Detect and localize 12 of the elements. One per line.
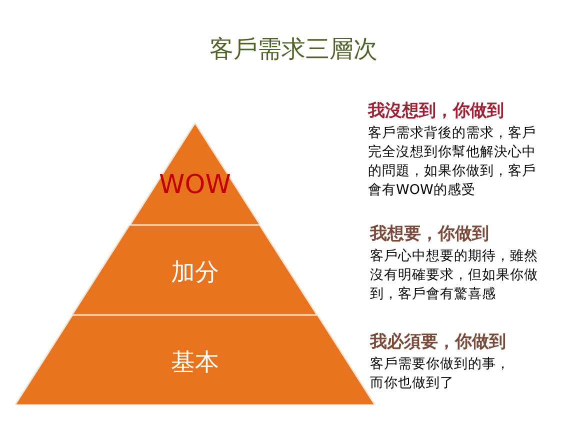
level-heading: 我必須要，你做到 [370, 331, 506, 353]
pyramid-level [130, 123, 260, 225]
pyramid-level [72, 225, 318, 315]
level-description: 客戶需要你做到的事，而你也做到了 [370, 355, 511, 393]
title: 客戶需求三層次 [208, 34, 378, 65]
level-heading: 我想要，你做到 [370, 223, 489, 245]
level-label: WOW [158, 170, 232, 200]
level-label: 加分 [170, 256, 220, 288]
level-heading: 我沒想到，你做到 [368, 100, 504, 122]
level-description: 客戶心中想要的期待，雖然沒有明確要求，但如果你做到，客戶會有驚喜感 [370, 247, 539, 304]
level-description: 客戶需求背後的需求，客戶完全沒想到你幫他解決心中的問題，如果你做到，客戶會有WOW的感受 [368, 124, 537, 200]
level-label: 基本 [170, 346, 220, 378]
